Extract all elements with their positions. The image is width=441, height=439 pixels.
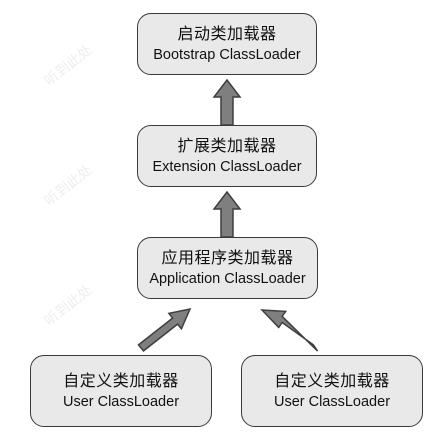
box-title: 自定义类加载器 <box>63 370 179 390</box>
arrow-user-left-to-application <box>137 307 192 352</box>
box-subtitle: User ClassLoader <box>62 393 180 410</box>
user-classloader-box-right: 自定义类加载器 User ClassLoader <box>241 355 423 427</box>
box-title: 自定义类加载器 <box>274 370 390 390</box>
box-subtitle: Application ClassLoader <box>149 270 306 287</box>
extension-classloader-box: 扩展类加载器 Extension ClassLoader <box>137 125 317 187</box>
bootstrap-classloader-box: 启动类加载器 Bootstrap ClassLoader <box>137 13 317 75</box>
arrow-user-right-to-application <box>260 309 319 352</box>
box-title: 启动类加载器 <box>177 23 277 43</box>
box-title: 扩展类加载器 <box>177 135 277 155</box>
box-title: 应用程序类加载器 <box>161 247 294 267</box>
user-classloader-box-left: 自定义类加载器 User ClassLoader <box>30 355 212 427</box>
box-subtitle: Bootstrap ClassLoader <box>153 46 301 63</box>
box-subtitle: User ClassLoader <box>273 393 391 410</box>
application-classloader-box: 应用程序类加载器 Application ClassLoader <box>137 237 318 299</box>
arrow-application-to-extension <box>212 190 242 238</box>
box-subtitle: Extension ClassLoader <box>152 158 302 175</box>
arrow-extension-to-bootstrap <box>212 78 242 126</box>
